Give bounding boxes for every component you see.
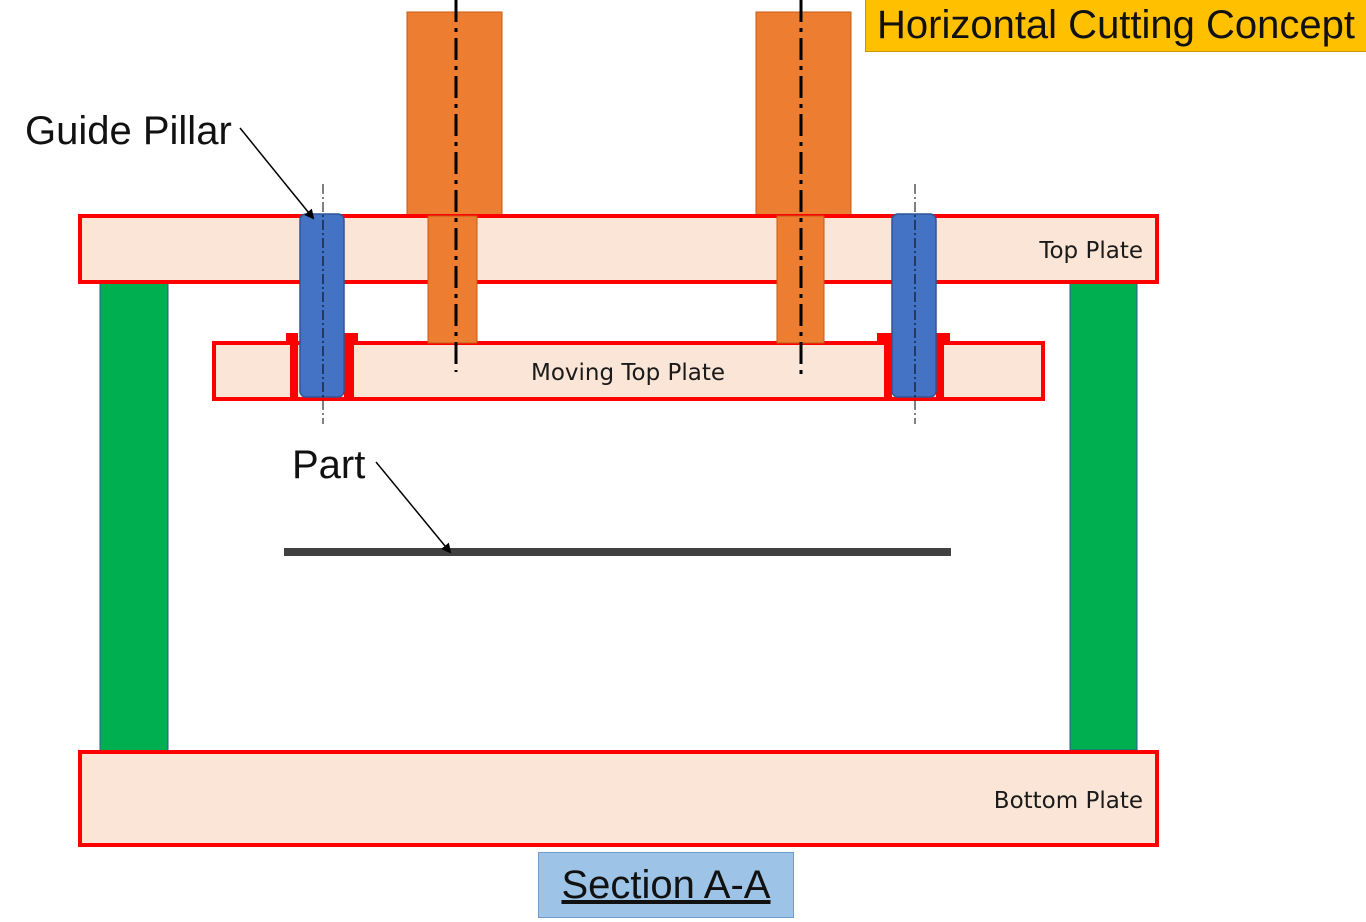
guide-bushing-right-r xyxy=(936,333,950,397)
guide-bushing-right xyxy=(877,333,892,397)
cutter-right-upper xyxy=(755,11,852,217)
moving-top-plate-label: Moving Top Plate xyxy=(531,360,725,386)
support-column-right xyxy=(1069,279,1138,751)
diagram-title: Horizontal Cutting Concept xyxy=(865,0,1366,52)
guide-pillar-callout: Guide Pillar xyxy=(25,109,232,153)
guide-bushing-left xyxy=(286,333,298,397)
part-callout: Part xyxy=(292,443,365,487)
top-plate xyxy=(78,214,1159,284)
top-plate-label: Top Plate xyxy=(1038,238,1143,264)
bottom-plate-label: Bottom Plate xyxy=(994,788,1143,814)
support-column-left xyxy=(99,281,169,753)
section-label: Section A-A xyxy=(538,852,794,918)
guide-pillar-left xyxy=(299,213,345,398)
part-arrow xyxy=(375,461,452,554)
guide-pillar-right xyxy=(891,213,937,398)
cutter-left-stem xyxy=(427,215,478,344)
guide-bushing-left-r xyxy=(344,333,358,397)
part xyxy=(284,548,951,556)
bottom-plate xyxy=(78,750,1159,847)
guide-pillar-arrow xyxy=(239,127,315,220)
